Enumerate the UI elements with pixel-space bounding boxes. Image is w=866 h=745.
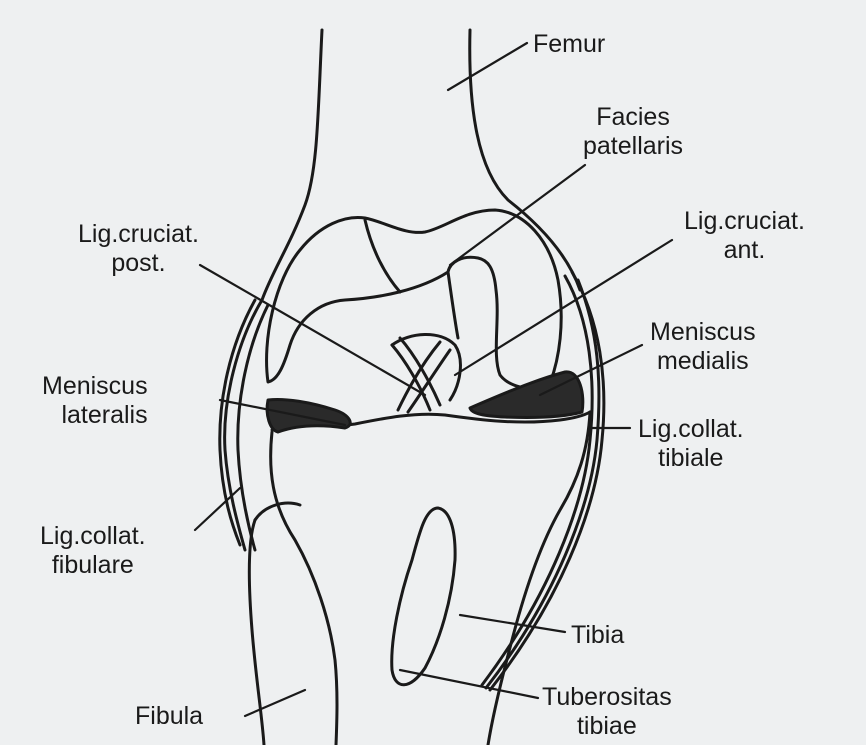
intercondylar-notch xyxy=(365,220,458,338)
femur-outline-medial xyxy=(470,30,580,290)
cruciate-cap xyxy=(392,334,460,400)
label-meniscus-lateralis: Meniscus lateralis xyxy=(42,372,148,430)
label-fibula: Fibula xyxy=(135,702,203,731)
label-lig-collat-fibulare: Lig.collat. fibulare xyxy=(40,522,146,580)
label-meniscus-medialis: Meniscus medialis xyxy=(650,318,756,376)
label-lig-cruciat-ant: Lig.cruciat. ant. xyxy=(684,207,805,265)
label-facies-patellaris: Facies patellaris xyxy=(583,103,683,161)
lig-cruciat-ant-shape xyxy=(398,342,450,412)
leader-tibia xyxy=(460,615,565,632)
facies-patellaris xyxy=(267,210,562,389)
label-tuberositas-tibiae: Tuberositas tibiae xyxy=(542,683,672,741)
meniscus-lateralis-shape xyxy=(267,399,350,432)
leader-femur xyxy=(448,43,527,90)
leader-tuberositas-tibiae xyxy=(400,670,538,698)
label-lig-collat-tibiale: Lig.collat. tibiale xyxy=(638,415,744,473)
leader-lig-cruciat-ant xyxy=(455,240,672,375)
label-lig-cruciat-post: Lig.cruciat. post. xyxy=(78,220,199,278)
tuberositas-tibiae-shape xyxy=(392,508,455,685)
leader-fibula xyxy=(245,690,305,716)
label-femur: Femur xyxy=(533,30,605,59)
tibia-outline-lateral xyxy=(271,432,337,745)
fibula-head xyxy=(255,503,300,520)
meniscus-medialis-shape xyxy=(470,372,583,418)
label-tibia: Tibia xyxy=(571,621,624,650)
